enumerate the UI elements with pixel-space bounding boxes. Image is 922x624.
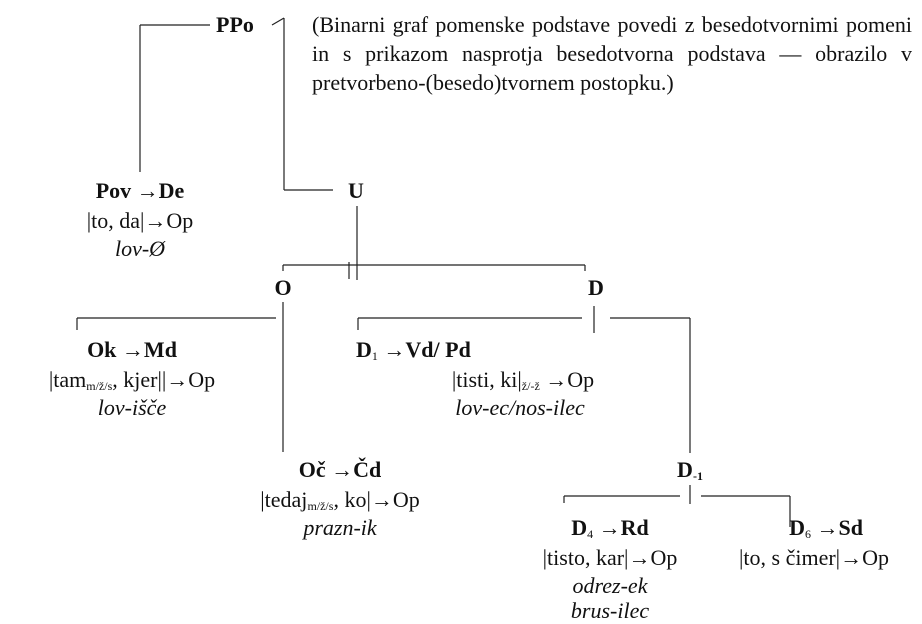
node-d4: D4 →Rd	[571, 515, 649, 541]
node-d4-example-1: odrez-ek	[572, 573, 648, 598]
node-d4-example-2: brus-ilec	[570, 598, 650, 623]
node-d1: D1 →Vd/ Pd	[356, 337, 471, 363]
node-ok-formula: |tamm/ž/s, kjer||→Op	[48, 367, 216, 393]
node-pov-head: Pov	[95, 178, 132, 203]
node-d4-head: D	[571, 515, 588, 540]
node-d6: D6 →Sd	[789, 515, 863, 541]
node-oc: Oč →Čd	[299, 457, 382, 483]
node-ppo: PPo	[216, 12, 254, 37]
node-d1-tail: Vd/ Pd	[405, 337, 471, 362]
node-pov-tail: De	[158, 178, 185, 203]
node-d6-tail: Sd	[838, 515, 863, 540]
node-d4-tail: Rd	[620, 515, 649, 540]
node-oc-example: prazn-ik	[303, 515, 377, 540]
arrow-icon: →	[331, 457, 354, 482]
node-pov: Pov →De	[96, 178, 185, 204]
arrow-icon: →	[598, 515, 621, 540]
node-ok: Ok →Md	[87, 337, 177, 363]
node-ok-tail: Md	[143, 337, 177, 362]
node-ok-example: lov-išče	[97, 395, 167, 420]
node-o: O	[274, 275, 292, 300]
node-pov-formula: |to, da|→Op	[86, 208, 194, 233]
node-d1-example: lov-ec/nos-ilec	[455, 395, 585, 420]
node-pov-example: lov-Ø	[114, 236, 166, 261]
node-d: D	[588, 275, 604, 300]
arrow-icon: →	[816, 515, 839, 540]
arrow-icon: →	[383, 337, 406, 362]
node-d1-head: D	[356, 337, 372, 362]
arrow-icon: →	[121, 337, 144, 362]
node-d6-head: D	[789, 515, 805, 540]
arrow-icon: →	[136, 178, 159, 203]
node-oc-formula: |tedajm/ž/s, ko|→Op	[260, 487, 420, 513]
node-d6-formula: |to, s čimer|→Op	[739, 545, 889, 570]
caption-note: (Binarni graf pomenske podstave povedi z…	[312, 12, 912, 95]
node-oc-head: Oč	[298, 457, 326, 482]
node-d1-formula: |tisti, ki|ž/-ž →Op	[451, 367, 595, 393]
node-oc-tail: Čd	[353, 457, 382, 482]
node-u: U	[348, 178, 364, 203]
node-ok-head: Ok	[87, 337, 117, 362]
node-d-minus1: D-1	[677, 457, 703, 483]
node-d4-formula: |tisto, kar|→Op	[542, 545, 678, 570]
